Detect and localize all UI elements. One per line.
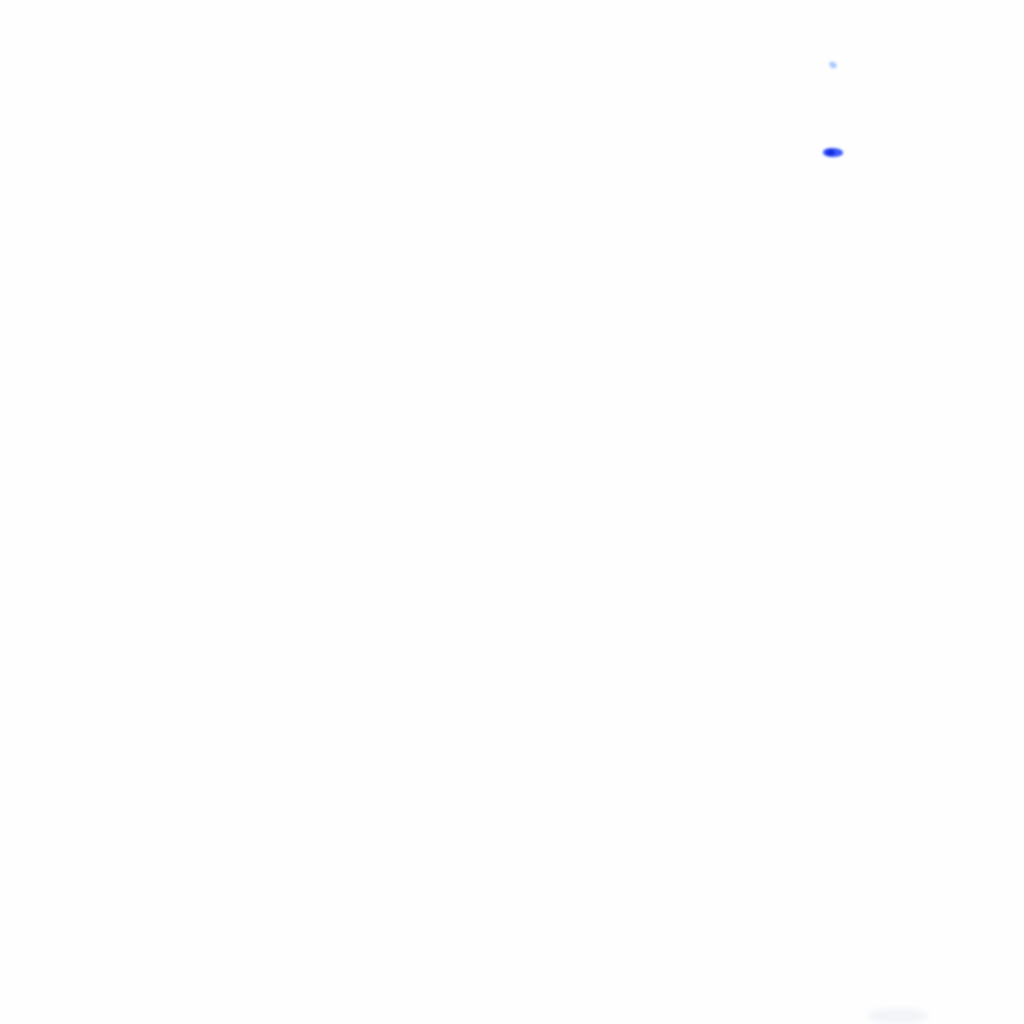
lower-blue-speck [823, 148, 843, 157]
corner-smudge [868, 1008, 928, 1024]
upper-blue-speck [828, 60, 838, 70]
